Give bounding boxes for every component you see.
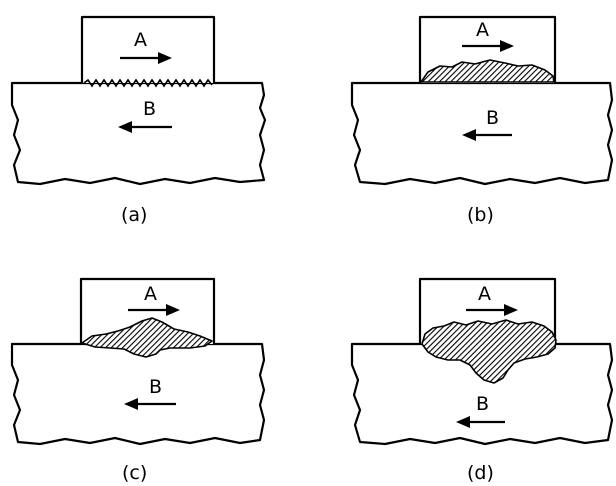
lower-arrow-d — [456, 416, 505, 428]
lower-body-c — [10, 342, 266, 446]
lower-body-b — [350, 81, 614, 186]
panel-b: A B (b) — [350, 15, 614, 226]
lower-label-c: B — [149, 376, 162, 398]
caption-b: (b) — [467, 204, 494, 226]
transfer-film-c — [81, 317, 213, 358]
upper-arrow-b — [462, 40, 514, 52]
asperity-contact-a — [83, 78, 213, 88]
lower-label-a: B — [143, 98, 156, 120]
lower-body-d — [350, 342, 614, 446]
upper-body-c — [79, 277, 216, 344]
lower-label-d: B — [476, 393, 489, 415]
panel-d: A B (d) — [350, 277, 614, 484]
caption-a: (a) — [121, 204, 147, 226]
transfer-film-d — [421, 319, 557, 384]
transfer-film-b — [420, 59, 555, 83]
caption-d: (d) — [467, 462, 494, 484]
caption-c: (c) — [122, 462, 147, 484]
upper-arrow-d — [466, 304, 518, 316]
upper-label-b: A — [476, 19, 489, 41]
lower-label-b: B — [486, 107, 499, 129]
upper-arrow-c — [128, 304, 180, 316]
lower-arrow-c — [124, 398, 176, 410]
upper-arrow-a — [120, 52, 172, 64]
upper-body-a — [80, 15, 216, 83]
panel-c: A B (c) — [10, 277, 266, 484]
panel-a: A B (a) — [10, 15, 267, 226]
lower-arrow-a — [118, 121, 172, 133]
lower-arrow-b — [462, 129, 512, 141]
lower-body-a — [10, 81, 267, 186]
upper-label-d: A — [478, 283, 491, 305]
upper-label-c: A — [144, 283, 157, 305]
upper-label-a: A — [134, 29, 147, 51]
